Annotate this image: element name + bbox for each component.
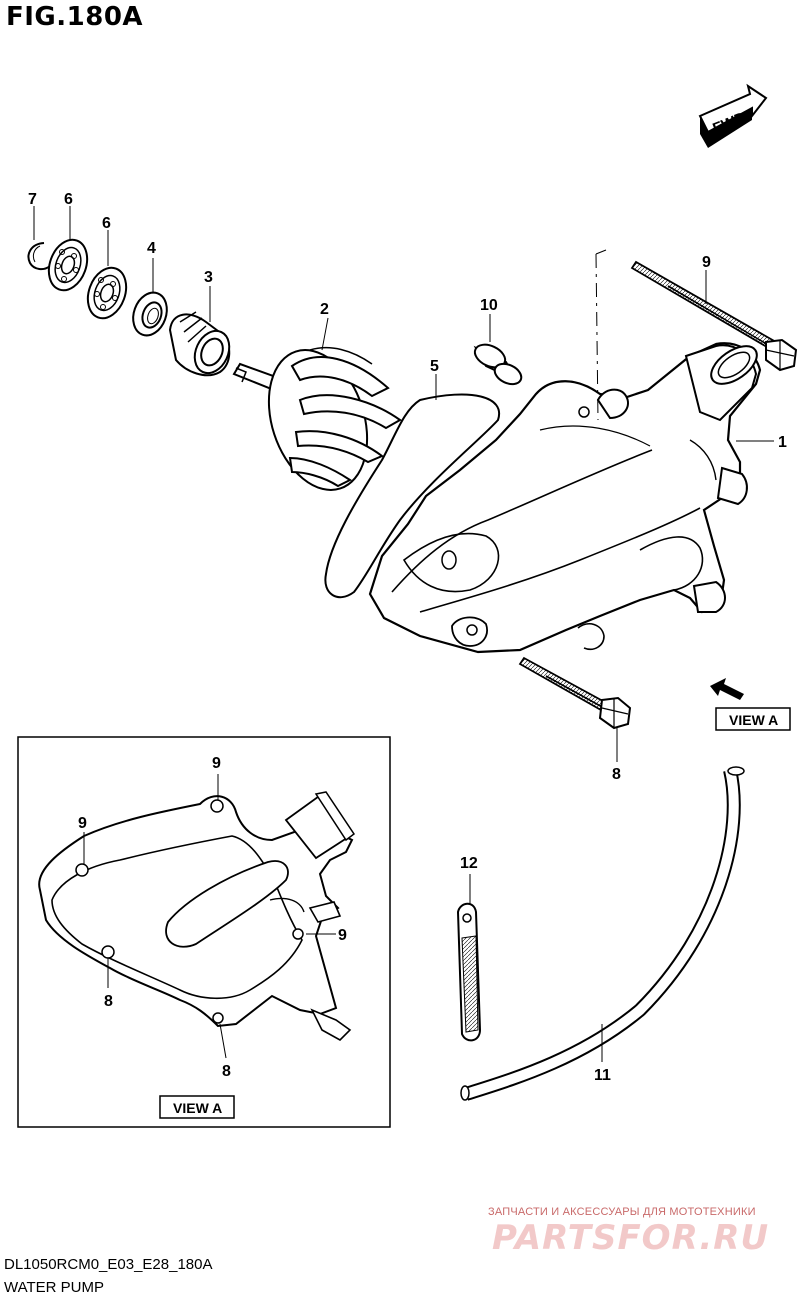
view-a-label-main: VIEW A: [729, 712, 778, 728]
o-ring-part-5: [324, 393, 501, 599]
hose-part-11: [460, 766, 745, 1101]
callout-3: 3: [204, 269, 213, 286]
view-a-arrow: [710, 678, 744, 700]
callout-1: 1: [778, 434, 787, 451]
callout-numbers: 1 2 3 4 5 6 6 7 8 9 10 11 12 9 9 9 8 8: [28, 191, 787, 1084]
callout-12: 12: [460, 855, 478, 872]
callout-6a: 6: [64, 191, 73, 208]
callout-8-main: 8: [612, 766, 621, 783]
inset-callout-8-bottom: 8: [222, 1063, 231, 1080]
inset-callout-8-left: 8: [104, 993, 113, 1010]
bolt-part-9: [630, 260, 798, 372]
bolt-part-8: [518, 656, 632, 730]
callout-6b: 6: [102, 215, 111, 232]
bearing-part-6a: [47, 238, 89, 292]
callout-9-main: 9: [702, 254, 711, 271]
watermark-logo: PARTSFOR.RU: [492, 1218, 770, 1258]
oil-seal-part-4: [132, 291, 168, 337]
inset-callout-9-left: 9: [78, 815, 87, 832]
water-pump-cover-part-1: [368, 342, 762, 654]
callout-7: 7: [28, 191, 37, 208]
dowel-pin-part-10: [473, 343, 523, 386]
circlip-part-7: [27, 242, 51, 271]
figure-title: FIG.180A: [6, 2, 144, 32]
callout-5: 5: [430, 358, 439, 375]
inset-callout-9-right: 9: [338, 927, 347, 944]
view-a-inset-label-box: [159, 1095, 235, 1119]
figure-code: DL1050RCM0_E03_E28_180A: [4, 1256, 213, 1273]
mechanical-seal-part-3: [168, 311, 231, 377]
callout-2: 2: [320, 301, 329, 318]
view-a-label-inset: VIEW A: [173, 1100, 222, 1116]
callout-4: 4: [147, 240, 156, 257]
watermark-tagline: ЗАПЧАСТИ И АКСЕССУАРЫ ДЛЯ МОТОТЕХНИКИ: [488, 1206, 756, 1218]
fwd-arrow: FWD: [698, 83, 768, 148]
callout-10: 10: [480, 297, 498, 314]
inset-callout-9-top: 9: [212, 755, 221, 772]
impeller-part-2: [232, 346, 402, 491]
bearing-part-6b: [86, 266, 128, 320]
view-a-label-box: [715, 707, 791, 731]
hose-clamp-part-12: [456, 902, 482, 1042]
view-a-inset-cover: [38, 791, 356, 1041]
figure-description: WATER PUMP: [4, 1279, 104, 1296]
callout-11: 11: [594, 1067, 611, 1084]
